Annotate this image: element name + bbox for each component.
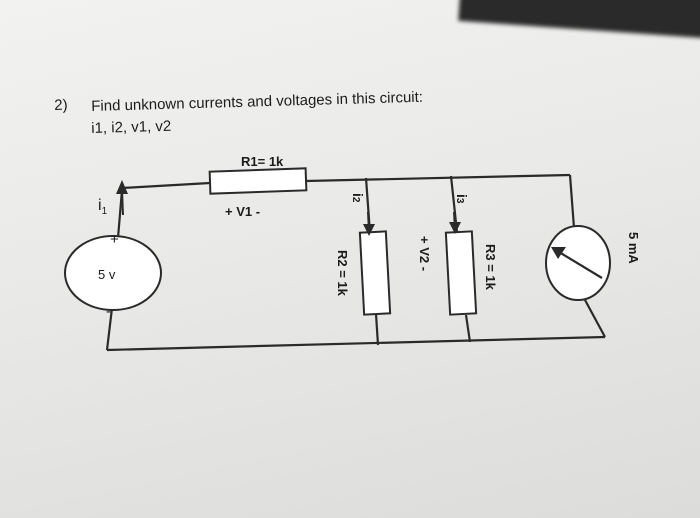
wire-right — [568, 174, 606, 338]
label-v1: + V1 - — [225, 204, 260, 219]
resistor-r2 — [358, 230, 392, 316]
label-i3: i3 — [454, 194, 470, 204]
label-r2: R2 = 1k — [335, 250, 350, 297]
arrow-i2 — [363, 211, 375, 236]
label-r3: R3 = 1k — [483, 244, 498, 291]
arrow-i1 — [116, 180, 128, 216]
label-r1: R1= 1k — [241, 154, 284, 169]
current-source-value: 5 mA — [626, 232, 641, 264]
arrow-i3 — [449, 211, 461, 234]
wire-top — [121, 173, 571, 190]
voltage-source-value: 5 v — [98, 267, 116, 282]
voltage-source-minus: - — [106, 303, 111, 320]
current-source-arrow — [551, 247, 603, 279]
voltage-source — [64, 235, 162, 311]
label-i1-base: i — [98, 197, 102, 214]
label-i3-base: i — [454, 194, 470, 198]
resistor-r3 — [444, 230, 478, 316]
label-i3-sub: 3 — [454, 198, 465, 204]
label-v2: + V2 - — [417, 236, 432, 271]
wire-bottom — [106, 335, 606, 352]
label-i2-base: i — [350, 193, 366, 197]
label-i2-sub: 2 — [350, 197, 361, 203]
label-i1: i1 — [98, 197, 108, 217]
label-i1-sub: 1 — [102, 206, 108, 217]
resistor-r1 — [208, 167, 308, 195]
voltage-source-plus: + — [110, 231, 119, 248]
label-i2: i2 — [350, 193, 366, 203]
